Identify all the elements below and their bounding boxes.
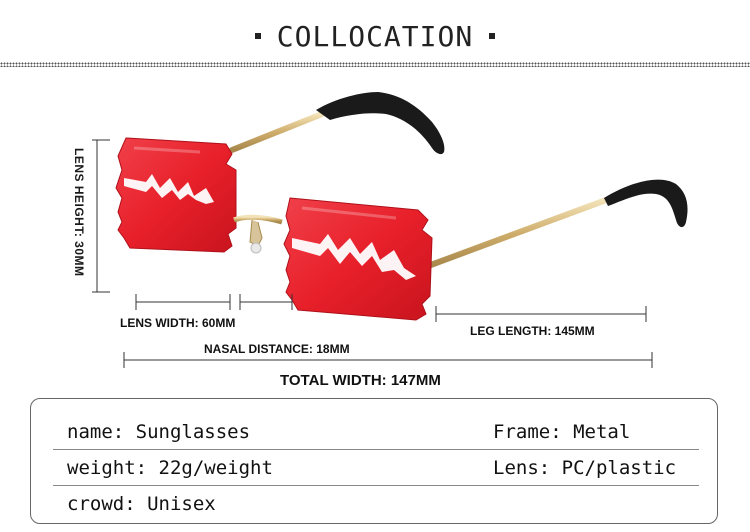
lens-width-dimension <box>135 294 231 310</box>
lens-height-dimension <box>92 139 110 293</box>
lens-height-label: LENS HEIGHT: 30MM <box>72 148 86 277</box>
left-temple <box>229 92 445 155</box>
spec-frame: Frame: Metal <box>493 421 631 443</box>
left-temple-tip <box>316 92 445 155</box>
spec-crowd: crowd: Unisex <box>67 493 216 515</box>
title-right-square-icon <box>489 33 496 39</box>
right-temple-tip <box>604 179 688 228</box>
sunglasses-illustration <box>92 92 688 368</box>
total-width-dimension <box>123 352 653 368</box>
spec-table: name: Sunglasses Frame: Metal weight: 22… <box>30 398 718 524</box>
nasal-distance-label: NASAL DISTANCE: 18MM <box>204 342 350 356</box>
total-width-label: TOTAL WIDTH: 147MM <box>280 372 441 389</box>
spec-row: name: Sunglasses Frame: Metal <box>53 413 699 450</box>
header: COLLOCATION <box>0 14 750 58</box>
spec-row: weight: 22g/weight Lens: PC/plastic <box>53 449 699 486</box>
spec-lens: Lens: PC/plastic <box>493 457 677 479</box>
page-title: COLLOCATION <box>276 19 474 53</box>
dotted-divider <box>0 62 750 67</box>
nasal-distance-dimension <box>239 294 293 310</box>
spec-weight: weight: 22g/weight <box>67 457 273 479</box>
leg-length-label: LEG LENGTH: 145MM <box>470 324 595 338</box>
left-lens <box>115 137 237 253</box>
nose-bridge <box>233 214 283 254</box>
lens-width-label: LENS WIDTH: 60MM <box>120 316 236 330</box>
title-left-square-icon <box>254 33 261 39</box>
spec-row: crowd: Unisex <box>53 485 699 521</box>
leg-length-dimension <box>435 306 647 322</box>
spec-name: name: Sunglasses <box>67 421 251 443</box>
right-temple <box>425 179 688 269</box>
right-lens <box>283 197 433 321</box>
